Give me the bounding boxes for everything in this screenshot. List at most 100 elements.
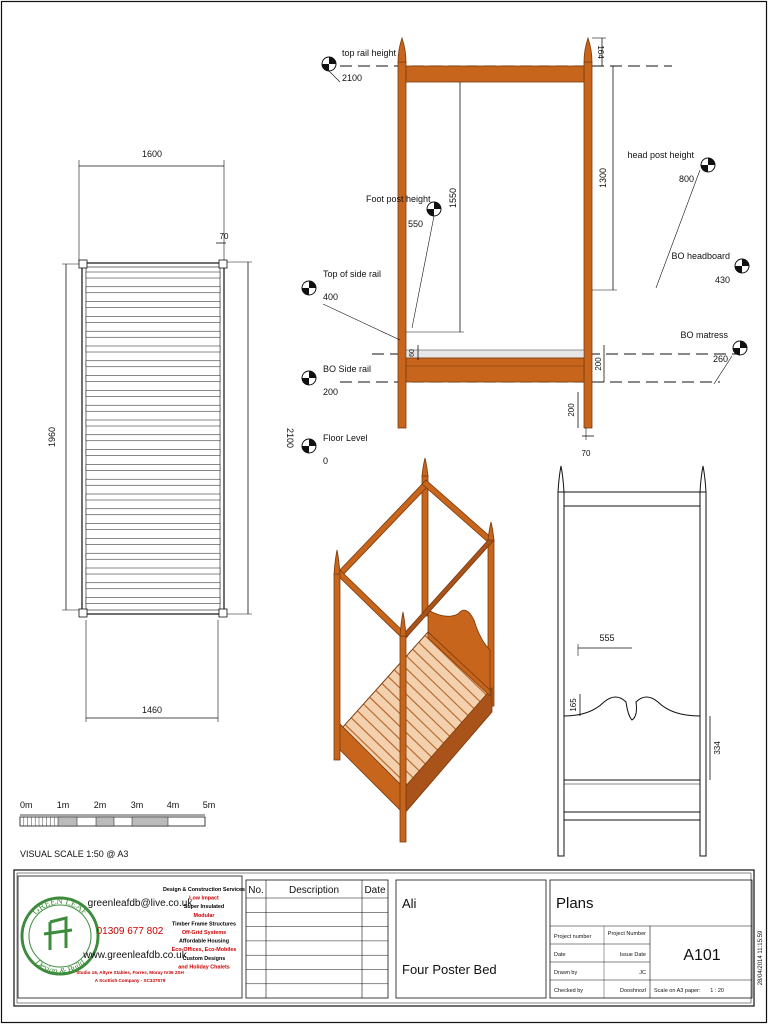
dim-200-mattress: 200 [594,357,603,371]
isometric-view [333,457,495,843]
dim-1300: 1300 [598,168,608,188]
company-website[interactable]: www.greenleafdb.co.uk [82,950,187,961]
plan-view: 1600 70 1960 2100 1460 [47,149,295,722]
bo-side-rail-value: 200 [323,387,338,397]
plan-post [218,259,228,269]
level-marker-head-post: head post height 800 [627,150,716,289]
plan-inner-width-label: 1460 [142,705,162,715]
floor-level-name: Floor Level [323,433,368,443]
iso-slat [387,676,452,738]
service-item: Off-Grid Systems [182,930,226,936]
service-item: Affordable Housing [179,939,229,945]
level-marker-bo-headboard: BO headboard 430 [671,251,750,285]
top-rail-name: top rail height [342,48,397,58]
head-post [583,61,593,429]
plan-slat [85,552,221,560]
head-post-finial [583,36,593,63]
sheet-name: Plans [556,895,594,912]
plan-post [78,608,88,618]
field-label-drawn-by: Drawn by [554,970,577,976]
company-email[interactable]: greenleafdb@live.co.uk [88,898,194,909]
bo-matress-name: BO matress [680,330,728,340]
top-side-rail-name: Top of side rail [323,269,381,279]
plan-slat [85,404,221,412]
plan-slat [85,597,221,604]
plan-width-label: 1600 [142,149,162,159]
plan-post-label: 70 [220,232,229,241]
foot-post-value: 550 [408,219,423,229]
scale-caption: VISUAL SCALE 1:50 @ A3 [20,849,128,859]
field-label-date: Date [554,952,566,958]
top-rail [405,65,585,83]
iso-slat [356,710,422,773]
project-title: Four Poster Bed [402,962,497,977]
company-phone: 01309 677 802 [97,926,164,937]
level-marker-top-rail: top rail height 2100 [321,48,397,83]
sheet-number: A101 [683,947,720,964]
iso-slat [412,648,476,710]
plan-slat [85,360,221,368]
plan-slat [85,301,221,308]
end-dim-555: 555 [599,633,614,643]
bo-headboard-value: 430 [715,275,730,285]
company-logo: GREEN LEAF Design & Build [20,896,100,976]
scale-tick-1: 1m [57,800,70,810]
floor-level-value: 0 [323,456,328,466]
level-marker-bo-side-rail: BO Side rail 200 [301,364,371,397]
iso-slat [375,689,440,752]
rev-header-date: Date [364,885,386,896]
plan-slat [85,478,221,486]
bo-matress-value: 260 [713,354,728,364]
client-name: Ali [402,896,417,911]
plan-slat [85,493,221,501]
plan-side-length-label: 1960 [47,427,57,447]
dim-200-rail: 200 [567,403,576,417]
plan-post [78,259,88,269]
level-marker-foot-post: Foot post height 550 [366,194,442,329]
top-rail-value: 2100 [342,73,362,83]
plan-post [218,608,228,618]
service-item: Super Insulated [184,904,224,910]
head-post-name: head post height [627,150,694,160]
service-item: Low Impact [189,896,219,902]
plan-slat [85,434,221,442]
plan-frame [81,262,225,615]
field-value-project-number: Project Number [608,931,646,937]
scale-tick-5: 5m [203,800,216,810]
plan-slat [85,582,221,590]
service-item: Custom Designs [183,956,226,962]
plan-slat [85,508,221,516]
plan-slat [85,449,221,456]
rev-header-description: Description [289,885,339,896]
plan-slat [85,271,221,279]
plan-total-length-label: 2100 [285,428,295,448]
plan-slat [85,538,221,545]
iso-slat [344,724,410,787]
dim-70: 70 [582,449,591,458]
iso-slat [399,662,464,724]
plan-slat [85,345,221,353]
field-value-drawn-by: JC [639,970,646,976]
service-item: Eco-Offices, Eco-Mobiles [172,947,237,953]
scale-tick-0: 0m [20,800,33,810]
service-item: Timber Frame Structures [172,921,236,927]
iso-slat [418,641,482,703]
plan-slat [85,419,221,427]
company-address: Studio 16, Altyre Stables, Forres, Moray… [76,970,184,975]
plan-slat [85,375,221,382]
head-post-value: 800 [679,174,694,184]
end-dim-334: 334 [713,741,722,755]
plan-slat [85,330,221,338]
side-elevation: 164 1300 1550 60 200 200 70 top rail hei… [301,36,750,466]
field-value-checked-by: Dooshnozl [620,988,646,994]
plan-slat [85,390,221,397]
scale-bar: 0m 1m 2m 3m 4m 5m VISUAL SCALE 1:50 @ A3 [19,800,216,859]
plan-slat [85,464,221,471]
iso-slat [381,682,446,745]
iso-slat [406,655,470,717]
plan-slat [85,523,221,530]
scale-tick-2: 2m [94,800,107,810]
service-item: Modular [194,913,216,919]
field-label-checked-by: Checked by [554,988,583,994]
